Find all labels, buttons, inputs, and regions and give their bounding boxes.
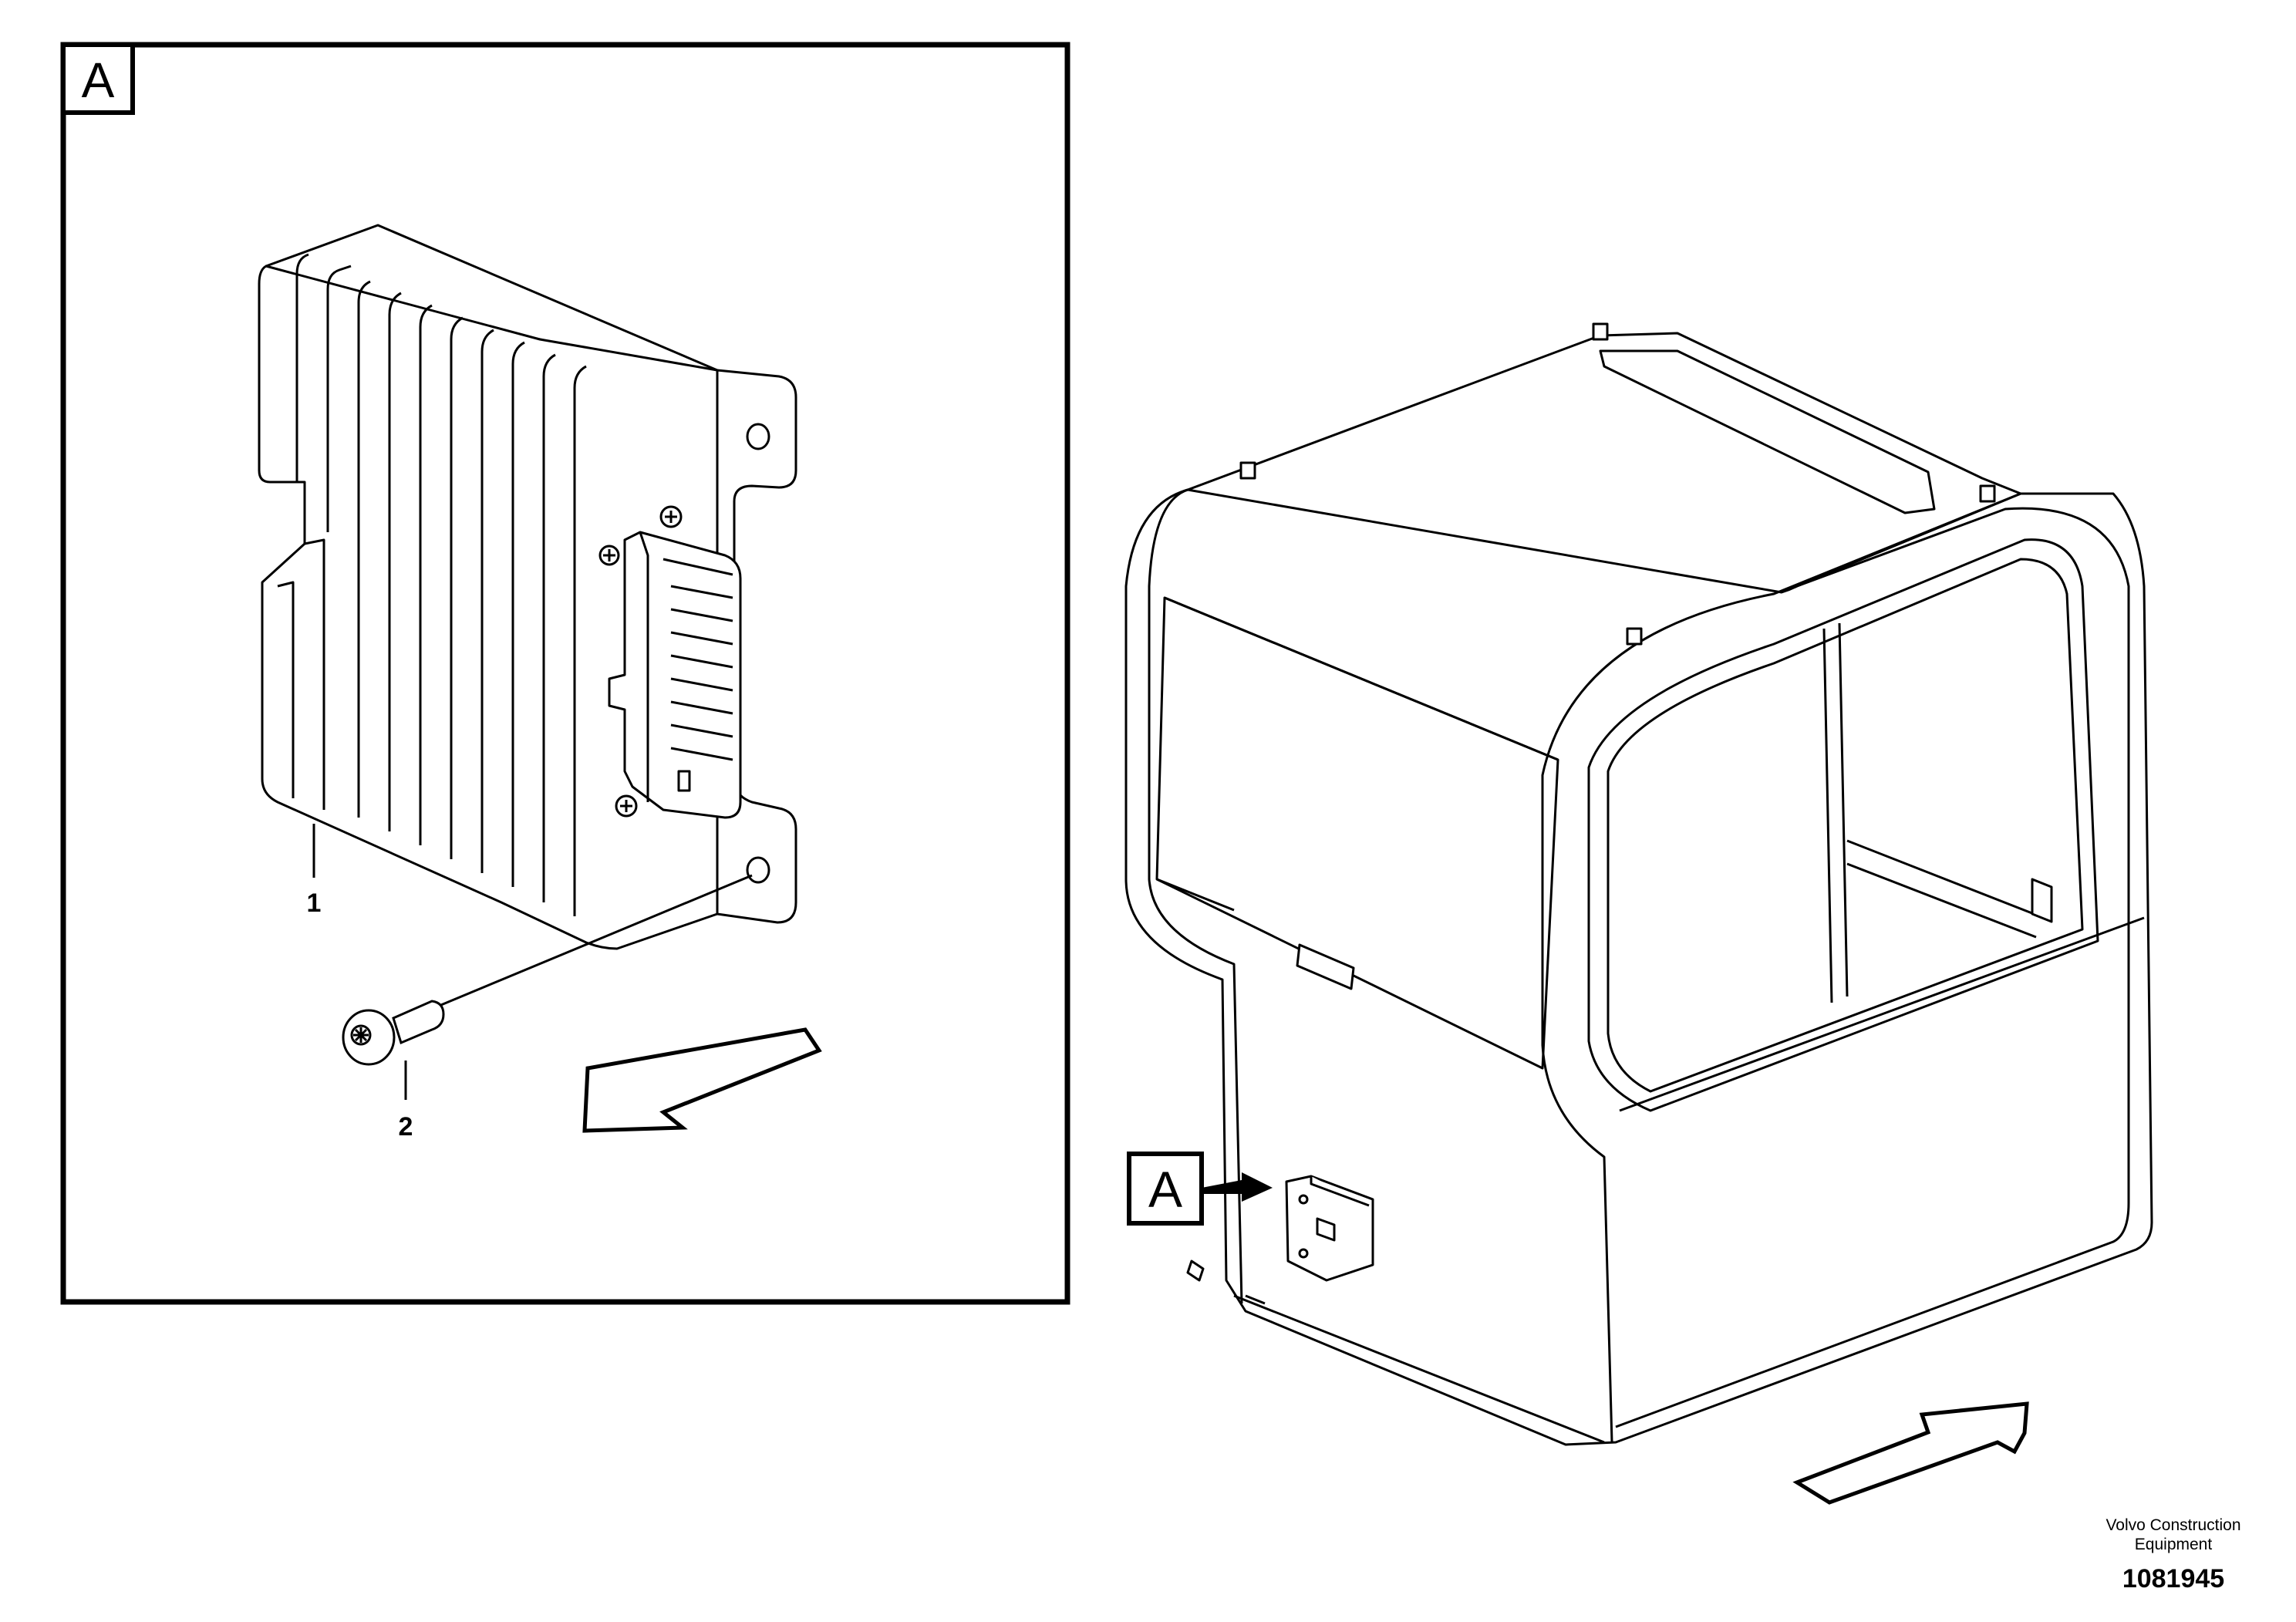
control-unit — [258, 224, 797, 950]
direction-arrow-cab — [1792, 1401, 2029, 1505]
company-name-line1: Volvo Construction — [2106, 1516, 2240, 1534]
company-name-line2: Equipment — [2135, 1536, 2213, 1553]
view-pointer-arrow — [1202, 1172, 1273, 1202]
detail-view-letter: A — [82, 52, 115, 108]
front-window — [1587, 538, 2099, 1112]
roof-studs — [1239, 322, 1996, 646]
side-window — [1155, 596, 1559, 1070]
detail-frame — [60, 42, 1070, 1305]
cab-shell — [1124, 488, 2153, 1446]
screw-axis-line — [437, 874, 753, 1008]
cab-view-callout: A — [1127, 1152, 1273, 1226]
cab-roof — [1186, 332, 2022, 594]
figure-number: 1081945 — [2122, 1564, 2224, 1593]
cab-view — [1124, 322, 2153, 1446]
cab-view-letter: A — [1148, 1161, 1182, 1218]
cab-mounted-unit — [1285, 1175, 1374, 1282]
callout-2-label: 2 — [399, 1112, 413, 1141]
direction-arrow-detail — [582, 1027, 822, 1133]
connector-housing — [608, 531, 742, 819]
detail-view-letter-box — [61, 42, 135, 115]
flange-hole-bottom — [746, 856, 770, 884]
heat-sink-fins — [258, 265, 719, 950]
detail-view-a: A — [60, 42, 1070, 1305]
callout-1-label: 1 — [307, 889, 322, 918]
flange-hole-top — [746, 423, 770, 450]
screw — [342, 1000, 445, 1066]
footer: Volvo Construction Equipment 1081945 — [2106, 1516, 2240, 1593]
